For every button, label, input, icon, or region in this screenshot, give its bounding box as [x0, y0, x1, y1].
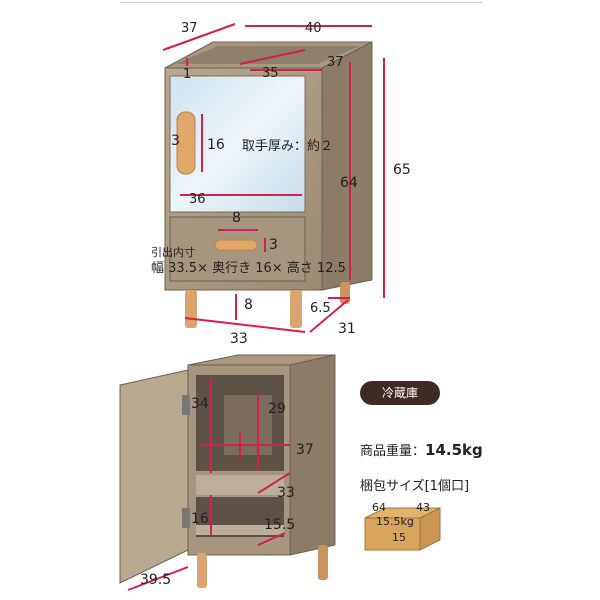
- dim-thickness-top: 1: [183, 67, 192, 82]
- dim-door-width: 36: [189, 192, 206, 207]
- bottom-furniture-illustration: [119, 354, 336, 591]
- dim-width-top: 40: [305, 21, 322, 36]
- drawer-inner-title: 引出内寸: [151, 246, 195, 259]
- top-furniture-illustration: [162, 23, 385, 333]
- package-label: 梱包サイズ[1個口]: [360, 479, 470, 494]
- dim-inner-width: 37: [296, 442, 314, 458]
- dim-base-depth: 31: [338, 321, 356, 337]
- dim-handle-height: 16: [207, 137, 225, 153]
- dim-lower-depth: 15.5: [264, 517, 296, 533]
- dim-depth-top: 37: [181, 21, 198, 36]
- box-height: 15: [392, 531, 406, 544]
- category-badge: 冷蔵庫: [360, 381, 440, 405]
- weight-label: 商品重量：: [360, 444, 426, 459]
- box-weight: 15.5kg: [376, 515, 414, 528]
- package-box-icon: [364, 507, 441, 551]
- dim-inner-width-top: 35: [262, 66, 279, 81]
- dim-upper-inner-height-left: 34: [191, 396, 209, 412]
- handle-thickness-note: 取手厚み：約２: [242, 139, 334, 154]
- dim-drawer-handle-width: 8: [232, 210, 241, 226]
- header-divider: [120, 2, 482, 3]
- dim-height-total: 65: [393, 162, 411, 178]
- dim-handle-width: 3: [171, 133, 180, 149]
- box-width: 64: [372, 501, 386, 514]
- weight-spec: 商品重量：14.5kg: [360, 440, 483, 459]
- dim-upper-inner-height-right: 29: [268, 401, 286, 417]
- dim-leg-height: 8: [244, 297, 253, 313]
- weight-value: 14.5kg: [425, 441, 483, 459]
- dim-door-width-bottom: 39.5: [140, 572, 172, 588]
- drawer-inner-dims: 幅 33.5× 奥行き 16× 高さ 12.5: [151, 261, 346, 276]
- dim-base-offset: 6.5: [310, 301, 331, 316]
- dim-drawer-handle-height: 3: [269, 237, 278, 253]
- dim-inner-depth-top: 37: [327, 55, 344, 70]
- dim-shelf-depth: 33: [277, 485, 295, 501]
- dim-height-body: 64: [340, 175, 358, 191]
- dim-base-width: 33: [230, 331, 248, 347]
- box-depth: 43: [416, 501, 430, 514]
- dim-lower-inner-height: 16: [191, 511, 209, 527]
